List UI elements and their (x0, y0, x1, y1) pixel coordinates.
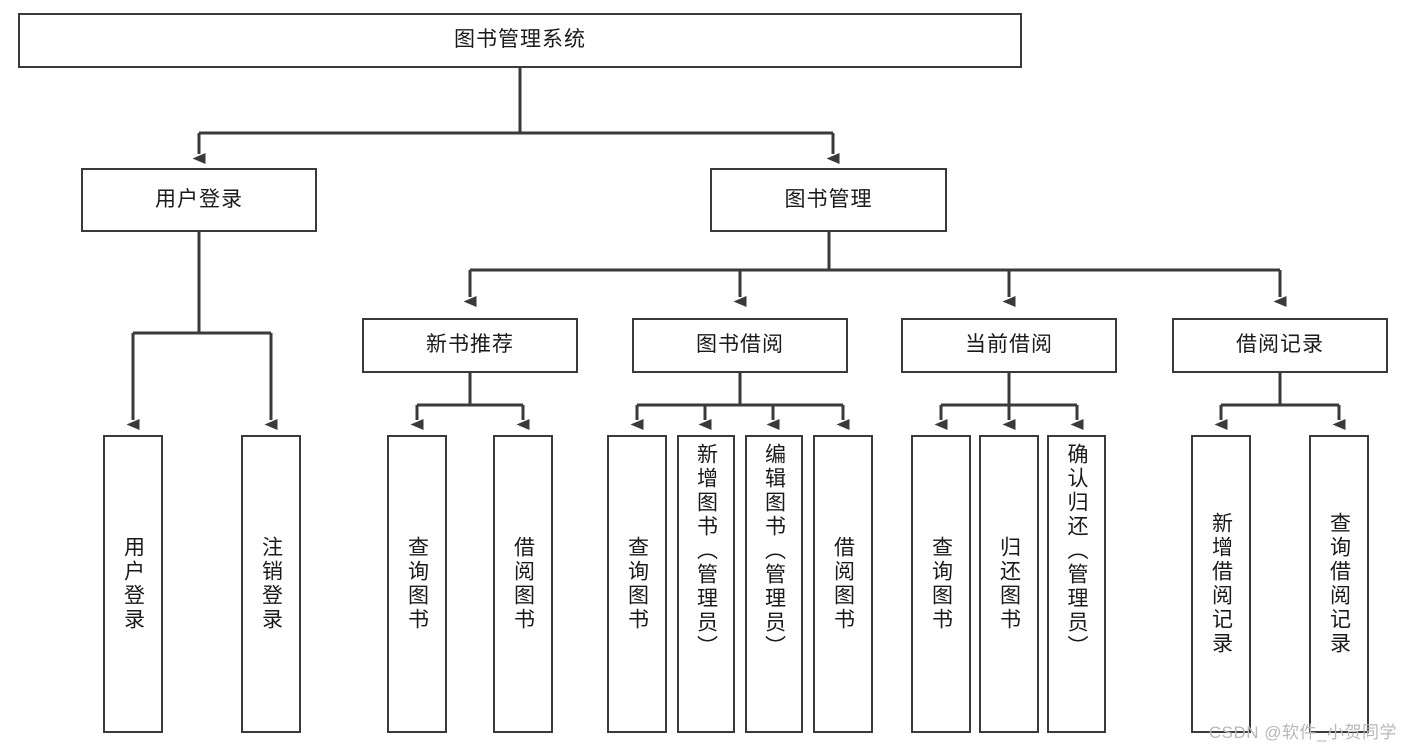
node-current-borrow-label: 当前借阅 (965, 333, 1053, 357)
node-leaf-confirm-return-label: 确认归还（管理员） (1065, 443, 1089, 659)
node-leaf-user-login-label: 用户登录 (121, 536, 145, 632)
node-book-manage[interactable]: 图书管理 (710, 168, 947, 232)
node-book-borrow-label: 图书借阅 (696, 333, 784, 357)
node-current-borrow[interactable]: 当前借阅 (901, 318, 1117, 373)
node-leaf-borrow-book-2-label: 借阅图书 (831, 536, 855, 632)
node-leaf-user-login[interactable]: 用户登录 (103, 435, 163, 733)
node-leaf-edit-book-label: 编辑图书（管理员） (762, 443, 786, 659)
node-leaf-borrow-book-1[interactable]: 借阅图书 (493, 435, 553, 733)
node-leaf-borrow-book-2[interactable]: 借阅图书 (813, 435, 873, 733)
watermark: CSDN @软件_小贺同学 (1208, 723, 1397, 742)
node-user-login[interactable]: 用户登录 (81, 168, 317, 232)
node-leaf-add-book[interactable]: 新增图书（管理员） (677, 435, 735, 733)
node-new-book-rec[interactable]: 新书推荐 (362, 318, 578, 373)
node-leaf-return-book-label: 归还图书 (997, 536, 1021, 632)
node-book-borrow[interactable]: 图书借阅 (632, 318, 848, 373)
node-new-book-rec-label: 新书推荐 (426, 333, 514, 357)
node-borrow-record[interactable]: 借阅记录 (1172, 318, 1388, 373)
node-leaf-query-book-2-label: 查询图书 (625, 536, 649, 632)
node-leaf-query-record-label: 查询借阅记录 (1327, 512, 1351, 656)
node-leaf-query-book-1-label: 查询图书 (405, 536, 429, 632)
node-user-login-label: 用户登录 (155, 187, 243, 211)
node-leaf-query-book-3-label: 查询图书 (929, 536, 953, 632)
node-root-label: 图书管理系统 (454, 28, 586, 52)
node-leaf-add-book-label: 新增图书（管理员） (694, 443, 718, 659)
node-leaf-user-logout-label: 注销登录 (259, 536, 283, 632)
node-leaf-add-record[interactable]: 新增借阅记录 (1191, 435, 1251, 733)
node-leaf-query-book-2[interactable]: 查询图书 (607, 435, 667, 733)
node-leaf-user-logout[interactable]: 注销登录 (241, 435, 301, 733)
node-leaf-confirm-return[interactable]: 确认归还（管理员） (1047, 435, 1106, 733)
node-leaf-return-book[interactable]: 归还图书 (979, 435, 1039, 733)
node-leaf-query-record[interactable]: 查询借阅记录 (1309, 435, 1369, 733)
node-leaf-query-book-3[interactable]: 查询图书 (911, 435, 971, 733)
node-leaf-query-book-1[interactable]: 查询图书 (387, 435, 447, 733)
node-book-manage-label: 图书管理 (784, 187, 873, 211)
node-borrow-record-label: 借阅记录 (1236, 333, 1324, 357)
node-leaf-borrow-book-1-label: 借阅图书 (511, 536, 535, 632)
node-leaf-edit-book[interactable]: 编辑图书（管理员） (745, 435, 803, 733)
node-root[interactable]: 图书管理系统 (18, 13, 1022, 68)
node-leaf-add-record-label: 新增借阅记录 (1209, 512, 1233, 656)
